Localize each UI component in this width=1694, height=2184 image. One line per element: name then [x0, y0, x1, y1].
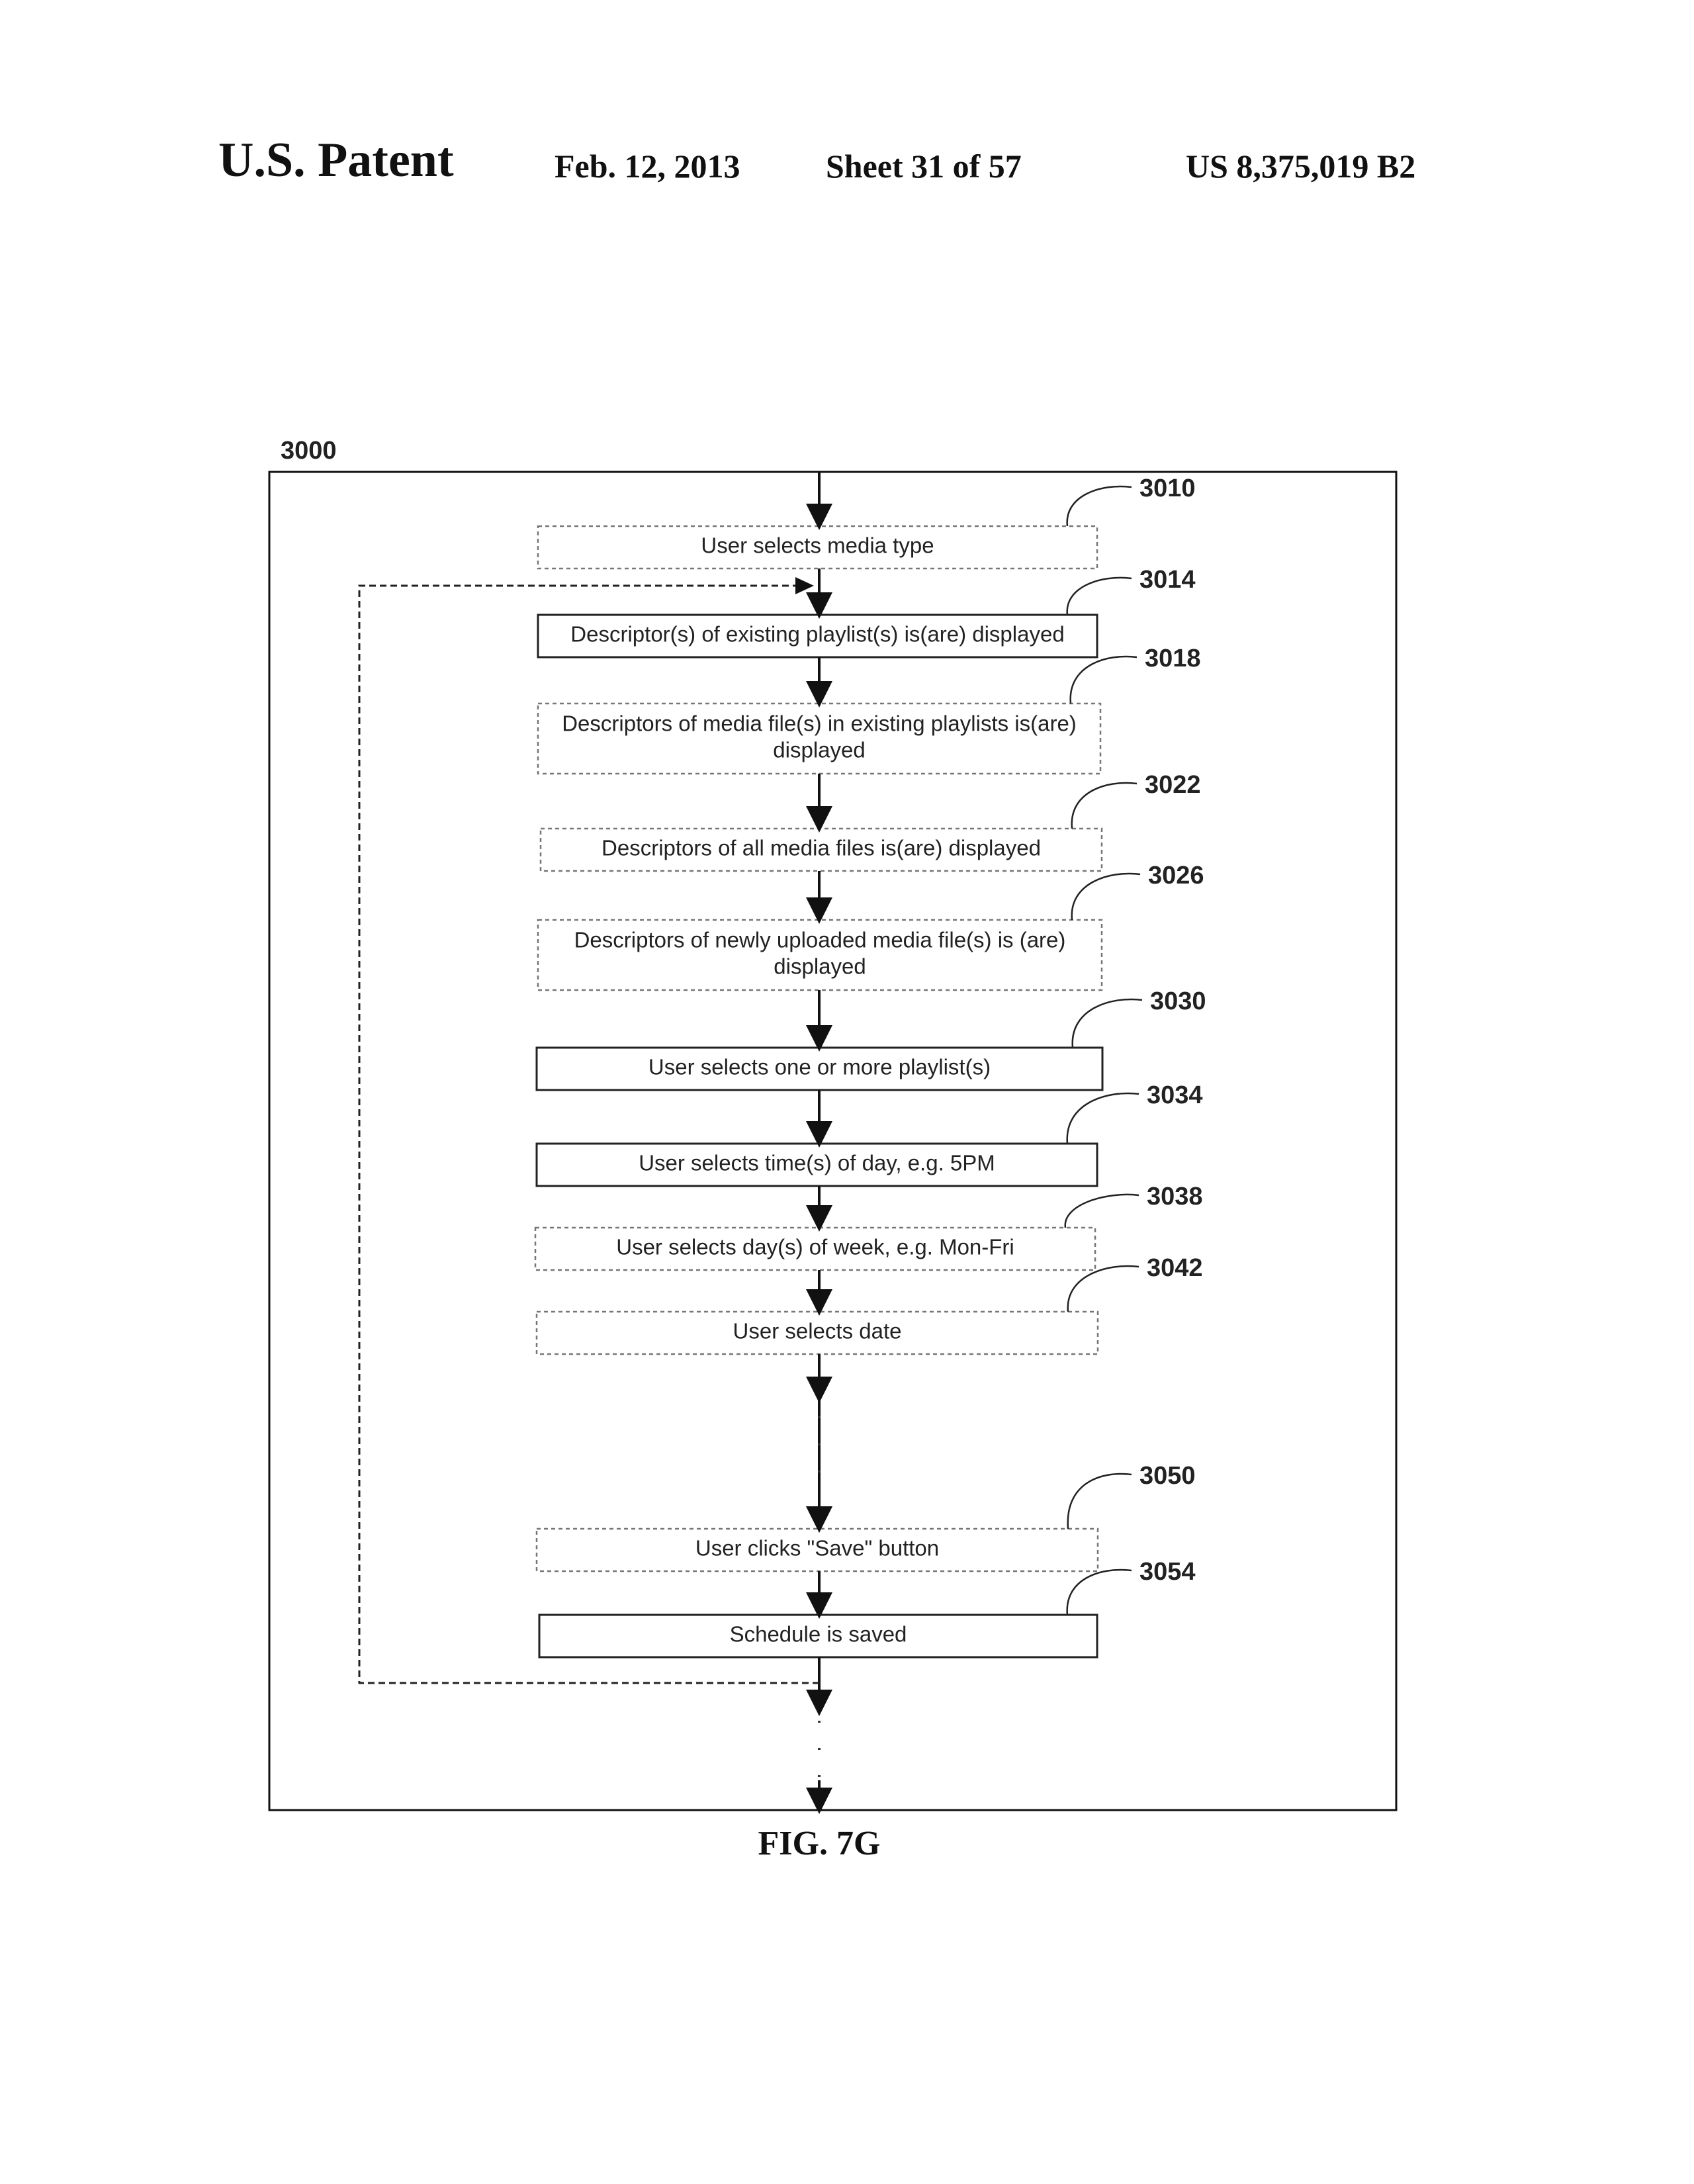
feedback-loop-arrowhead — [795, 577, 814, 594]
step-box — [535, 1527, 1099, 1572]
flow-step-3042: User selects date 3042 — [535, 1254, 1203, 1355]
flow-step-3050: User clicks "Save" button 3050 — [535, 1462, 1196, 1572]
flow-step-3026: Descriptors of newly uploaded media file… — [537, 862, 1204, 991]
step-ref-number: 3010 — [1139, 475, 1196, 502]
step-label: Descriptors of media file(s) in existing… — [562, 711, 1077, 736]
step-box — [537, 919, 1103, 991]
step-ref-number: 3042 — [1147, 1254, 1203, 1282]
step-box — [534, 1226, 1096, 1271]
step-label: displayed — [773, 738, 865, 762]
step-ref-number: 3022 — [1145, 771, 1201, 799]
step-box — [539, 827, 1103, 872]
ref-leader-line — [1064, 1193, 1139, 1228]
flow-connectors — [358, 472, 832, 1814]
step-label: Descriptors of all media files is(are) d… — [602, 836, 1041, 860]
step-label: displayed — [774, 954, 866, 979]
step-ref-number: 3050 — [1139, 1462, 1196, 1490]
step-label: User selects one or more playlist(s) — [648, 1055, 991, 1079]
step-box — [535, 1310, 1099, 1355]
flow-step-3018: Descriptors of media file(s) in existing… — [537, 645, 1201, 775]
step-box — [537, 702, 1102, 775]
ref-leader-line — [1069, 655, 1137, 704]
ref-leader-line — [1071, 998, 1143, 1048]
step-label: Schedule is saved — [730, 1622, 907, 1647]
outer-frame — [268, 471, 1398, 1811]
ref-leader-line — [1071, 872, 1141, 921]
ref-leader-line — [1067, 1473, 1132, 1529]
figure-ref-number: 3000 — [281, 437, 337, 465]
ref-leader-line — [1071, 782, 1137, 829]
step-label: User selects time(s) of day, e.g. 5PM — [639, 1151, 995, 1175]
step-label: User selects media type — [701, 533, 934, 558]
flow-steps: User selects media type 3010Descriptor(s)… — [534, 475, 1206, 1659]
sheet-number: Sheet 31 of 57 — [826, 148, 1022, 185]
ref-leader-line — [1067, 1265, 1139, 1312]
flow-step-3030: User selects one or more playlist(s) 3030 — [535, 987, 1206, 1091]
step-ref-number: 3054 — [1139, 1558, 1196, 1586]
step-box — [537, 614, 1098, 659]
flow-step-3054: Schedule is saved 3054 — [538, 1558, 1196, 1659]
step-ref-number: 3026 — [1148, 862, 1204, 889]
ref-leader-line — [1066, 1569, 1132, 1615]
patent-title: U.S. Patent — [218, 133, 454, 187]
patent-date: Feb. 12, 2013 — [555, 148, 740, 185]
flow-step-3034: User selects time(s) of day, e.g. 5PM 303… — [535, 1081, 1203, 1187]
flow-step-3022: Descriptors of all media files is(are) d… — [539, 771, 1201, 872]
step-box — [538, 1614, 1098, 1659]
ref-leader-line — [1066, 1092, 1139, 1144]
feedback-loop-line — [358, 584, 819, 1684]
step-ref-number: 3018 — [1145, 645, 1201, 672]
patent-number: US 8,375,019 B2 — [1186, 148, 1416, 185]
step-ref-number: 3038 — [1147, 1183, 1203, 1210]
step-ref-number: 3014 — [1139, 566, 1196, 594]
step-ref-number: 3030 — [1150, 987, 1206, 1015]
step-label: User clicks "Save" button — [695, 1536, 939, 1561]
figure-caption: FIG. 7G — [758, 1825, 881, 1862]
flow-step-3010: User selects media type 3010 — [537, 475, 1196, 570]
step-box — [535, 1142, 1098, 1187]
step-label: User selects day(s) of week, e.g. Mon-Fr… — [616, 1235, 1014, 1259]
ref-leader-line — [1066, 576, 1132, 615]
step-box — [537, 525, 1098, 570]
step-label: Descriptors of newly uploaded media file… — [574, 928, 1066, 952]
ref-leader-line — [1066, 485, 1132, 527]
step-label: Descriptor(s) of existing playlist(s) is… — [570, 622, 1064, 647]
flow-step-3014: Descriptor(s) of existing playlist(s) is… — [537, 566, 1196, 659]
flow-step-3038: User selects day(s) of week, e.g. Mon-Fr… — [534, 1183, 1203, 1271]
step-ref-number: 3034 — [1147, 1081, 1203, 1109]
step-box — [535, 1046, 1104, 1091]
step-label: User selects date — [733, 1319, 902, 1343]
